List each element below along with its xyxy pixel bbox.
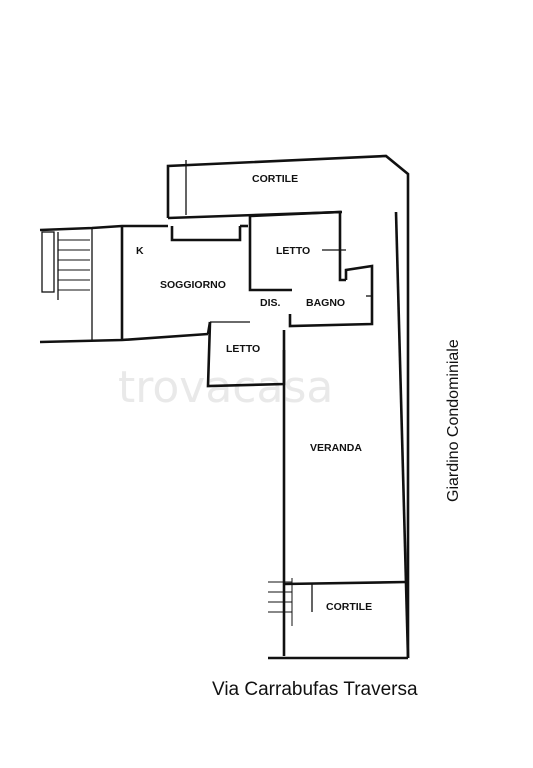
garden-label: Giardino Condominiale [445,339,462,502]
street-label: Via Carrabufas Traversa [212,679,418,700]
room-label-dis: DIS. [260,297,281,309]
room-label-soggiorno: SOGGIORNO [160,279,226,291]
letto-2-walls [206,321,286,388]
room-label-veranda: VERANDA [310,442,362,454]
room-label-k: K [136,245,144,257]
left-stairs [41,228,93,340]
room-label-letto-2: LETTO [226,343,260,355]
letto-1-walls [248,210,346,292]
room-label-cortile-top: CORTILE [252,173,298,185]
bottom-cortile-walls [268,578,407,626]
soggiorno-walls [120,224,250,340]
room-label-bagno: BAGNO [306,297,345,309]
room-label-letto-1: LETTO [276,245,310,257]
bagno-walls [288,264,374,328]
room-label-cortile-bottom: CORTILE [326,601,372,613]
watermark: trovacasa [118,362,333,413]
